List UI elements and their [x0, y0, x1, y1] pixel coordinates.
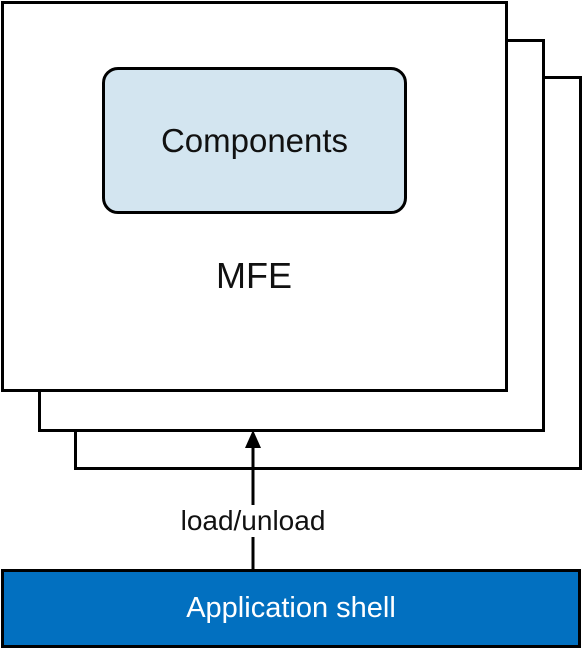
mfe-label: MFE [216, 255, 292, 296]
arrow-label: load/unload [148, 505, 358, 537]
components-label: Components [160, 121, 349, 159]
application-shell-box: Application shell [1, 569, 581, 648]
components-box: Components [102, 67, 407, 214]
application-shell-label: Application shell [186, 592, 396, 624]
